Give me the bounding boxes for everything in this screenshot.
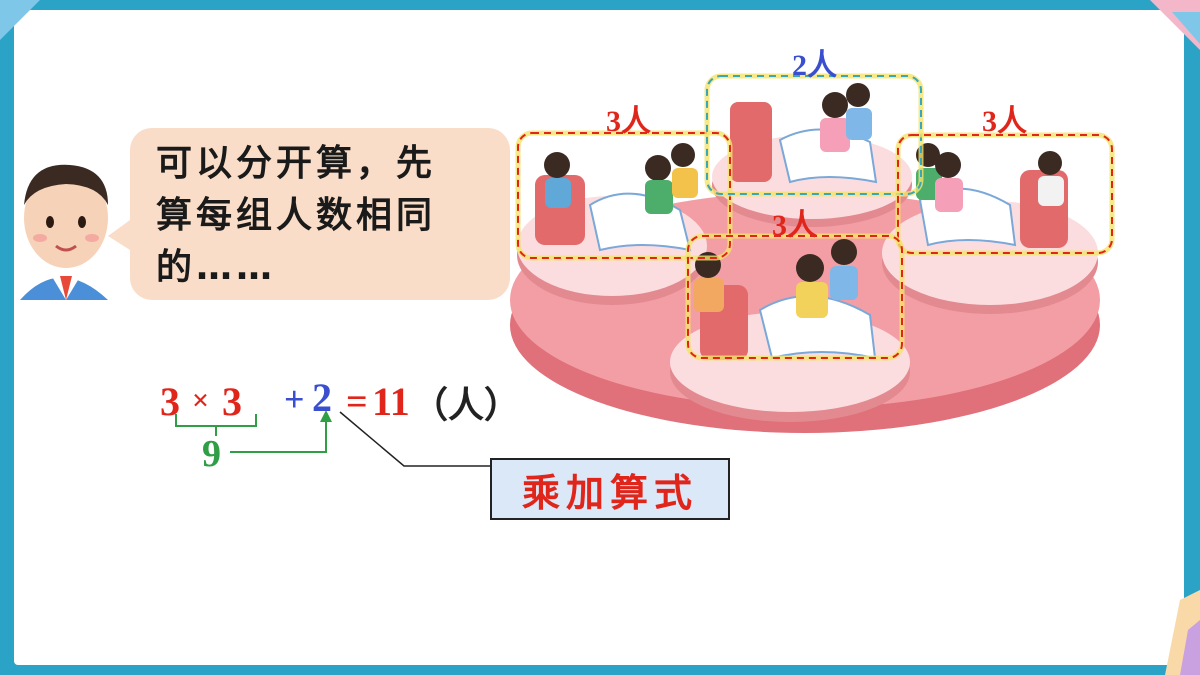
eq-plus: + xyxy=(284,379,305,419)
boy-avatar xyxy=(20,164,108,300)
eq-subtotal: 9 xyxy=(202,433,221,475)
eq-unit: （人） xyxy=(412,385,521,426)
subtotal-arrowhead xyxy=(320,410,332,422)
eq-term1: 3 xyxy=(160,379,180,424)
group-label-top: 2人 xyxy=(792,49,837,82)
speech-text: 可以分开算，先 算每组人数相同 的…… xyxy=(156,138,496,294)
eq-term3: 2 xyxy=(312,375,332,420)
eq-times: × xyxy=(192,384,210,417)
label-pointer-line xyxy=(339,411,490,467)
eq-term2: 3 xyxy=(222,379,242,424)
speech-line-1: 可以分开算，先 xyxy=(156,143,437,184)
speech-bubble-tail xyxy=(108,220,130,250)
corner-decoration-top-left xyxy=(0,0,40,40)
carousel xyxy=(510,83,1100,433)
speech-line-3: 的…… xyxy=(156,247,277,288)
label-box xyxy=(490,458,730,520)
corner-decoration-top-right xyxy=(1150,0,1200,50)
group-box-right xyxy=(895,132,1115,256)
multiply-add-expression-label: 乘加算式 xyxy=(521,471,698,515)
group-label-right: 3人 xyxy=(982,105,1027,138)
group-label-left: 3人 xyxy=(606,105,651,138)
speech-bubble xyxy=(130,128,510,300)
group-label-bottom: 3人 xyxy=(772,209,817,242)
subtotal-bracket xyxy=(175,414,257,427)
speech-line-2: 算每组人数相同 xyxy=(156,195,437,236)
subtotal-arrow xyxy=(230,418,327,453)
eq-result: 11 xyxy=(372,379,410,424)
corner-decoration-bottom-right xyxy=(1165,590,1200,675)
group-box-bottom xyxy=(685,233,905,361)
eq-equals: = xyxy=(346,381,368,423)
